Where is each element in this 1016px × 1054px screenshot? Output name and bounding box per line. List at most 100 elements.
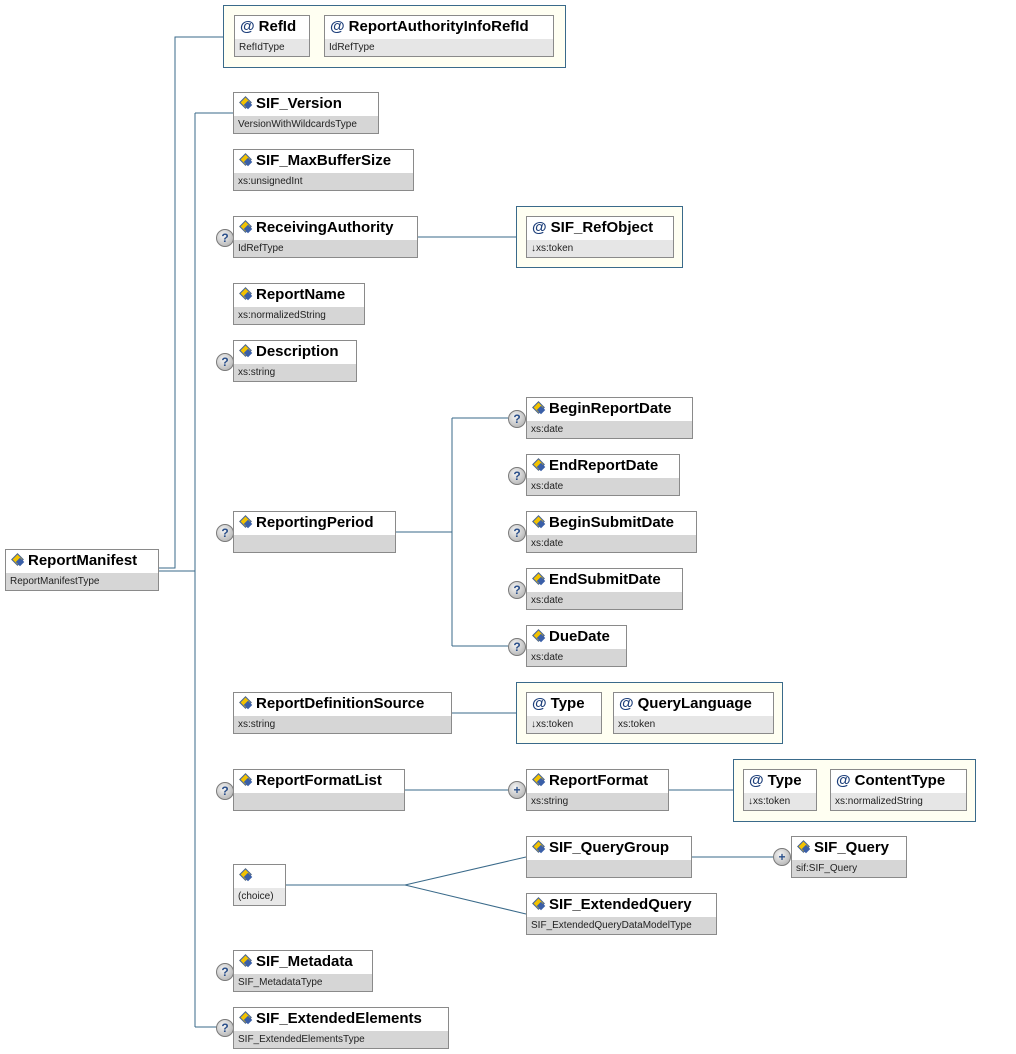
element-icon <box>239 697 252 709</box>
choice-compositor[interactable]: (choice) <box>233 864 286 906</box>
element-reportname[interactable]: ReportName xs:normalizedString <box>233 283 365 325</box>
attribute-icon: @ <box>240 17 255 35</box>
attribute-icon: @ <box>532 694 547 712</box>
element-beginreportdate[interactable]: BeginReportDate xs:date <box>526 397 693 439</box>
element-name: ReportDefinitionSource <box>256 694 425 712</box>
element-name: SIF_Query <box>814 838 890 856</box>
element-endsubmitdate[interactable]: EndSubmitDate xs:date <box>526 568 683 610</box>
optional-icon: ? <box>508 581 526 599</box>
element-name: SIF_ExtendedQuery <box>549 895 692 913</box>
element-type <box>527 860 691 877</box>
element-icon <box>11 554 24 566</box>
optional-icon: ? <box>216 1019 234 1037</box>
attribute-type[interactable]: @Type ↓xs:token <box>743 769 817 811</box>
attribute-type: ↓xs:token <box>527 240 673 257</box>
element-name: EndSubmitDate <box>549 570 661 588</box>
element-icon <box>239 955 252 967</box>
element-name: ReceivingAuthority <box>256 218 394 236</box>
optional-icon: ? <box>216 963 234 981</box>
optional-icon: ? <box>216 782 234 800</box>
attribute-name: ReportAuthorityInfoRefId <box>348 17 529 35</box>
compositor-label: (choice) <box>234 888 285 905</box>
element-name: SIF_ExtendedElements <box>256 1009 422 1027</box>
attribute-type: ↓xs:token <box>527 716 601 733</box>
element-icon <box>239 869 252 881</box>
element-type: xs:string <box>234 364 356 381</box>
element-type: xs:date <box>527 421 692 438</box>
root-attribute-group: @RefId RefIdType @ReportAuthorityInfoRef… <box>223 5 566 68</box>
attribute-type[interactable]: @Type ↓xs:token <box>526 692 602 734</box>
element-name: SIF_Version <box>256 94 342 112</box>
element-sif-version[interactable]: SIF_Version VersionWithWildcardsType <box>233 92 379 134</box>
element-type: VersionWithWildcardsType <box>234 116 378 133</box>
optional-icon: ? <box>216 524 234 542</box>
element-reportformat[interactable]: ReportFormat xs:string <box>526 769 669 811</box>
element-sif-extendedquery[interactable]: SIF_ExtendedQuery SIF_ExtendedQueryDataM… <box>526 893 717 935</box>
element-icon <box>532 841 545 853</box>
optional-icon: ? <box>508 410 526 428</box>
element-type: SIF_ExtendedElementsType <box>234 1031 448 1048</box>
element-type: xs:date <box>527 649 626 666</box>
element-type <box>234 535 395 552</box>
attribute-type: xs:token <box>614 716 773 733</box>
attribute-contenttype[interactable]: @ContentType xs:normalizedString <box>830 769 967 811</box>
element-name: SIF_Metadata <box>256 952 353 970</box>
element-duedate[interactable]: DueDate xs:date <box>526 625 627 667</box>
attribute-refid[interactable]: @RefId RefIdType <box>234 15 310 57</box>
element-icon <box>532 573 545 585</box>
element-beginsubmitdate[interactable]: BeginSubmitDate xs:date <box>526 511 697 553</box>
element-type: xs:string <box>527 793 668 810</box>
element-name: Description <box>256 342 339 360</box>
element-description[interactable]: Description xs:string <box>233 340 357 382</box>
element-sif-extendedelements[interactable]: SIF_ExtendedElements SIF_ExtendedElement… <box>233 1007 449 1049</box>
attribute-name: ContentType <box>854 771 946 789</box>
element-type: xs:string <box>234 716 451 733</box>
element-type: xs:unsignedInt <box>234 173 413 190</box>
element-type: IdRefType <box>234 240 417 257</box>
element-name: ReportFormat <box>549 771 649 789</box>
element-sif-query[interactable]: SIF_Query sif:SIF_Query <box>791 836 907 878</box>
reportdefinitionsource-attribute-group: @Type ↓xs:token @QueryLanguage xs:token <box>516 682 783 744</box>
element-reportformatlist[interactable]: ReportFormatList <box>233 769 405 811</box>
attribute-type: IdRefType <box>325 39 553 56</box>
element-icon <box>239 1012 252 1024</box>
attribute-type: RefIdType <box>235 39 309 56</box>
reportformat-attribute-group: @Type ↓xs:token @ContentType xs:normaliz… <box>733 759 976 822</box>
expand-icon[interactable]: + <box>508 781 526 799</box>
element-reportdefinitionsource[interactable]: ReportDefinitionSource xs:string <box>233 692 452 734</box>
attribute-type: ↓xs:token <box>744 793 816 810</box>
attribute-querylanguage[interactable]: @QueryLanguage xs:token <box>613 692 774 734</box>
element-name: BeginReportDate <box>549 399 672 417</box>
optional-icon: ? <box>508 638 526 656</box>
optional-icon: ? <box>216 229 234 247</box>
element-icon <box>532 402 545 414</box>
attribute-type: xs:normalizedString <box>831 793 966 810</box>
expand-icon[interactable]: + <box>773 848 791 866</box>
element-sif-querygroup[interactable]: SIF_QueryGroup <box>526 836 692 878</box>
element-icon <box>239 516 252 528</box>
optional-icon: ? <box>508 467 526 485</box>
root-element-reportmanifest[interactable]: ReportManifest ReportManifestType <box>5 549 159 591</box>
element-sif-metadata[interactable]: SIF_Metadata SIF_MetadataType <box>233 950 373 992</box>
element-icon <box>239 154 252 166</box>
element-type <box>234 793 404 810</box>
element-type: xs:date <box>527 535 696 552</box>
element-endreportdate[interactable]: EndReportDate xs:date <box>526 454 680 496</box>
element-name: BeginSubmitDate <box>549 513 675 531</box>
attribute-sif-refobject[interactable]: @SIF_RefObject ↓xs:token <box>526 216 674 258</box>
element-name: EndReportDate <box>549 456 659 474</box>
element-name: SIF_MaxBufferSize <box>256 151 392 169</box>
element-receivingauthority[interactable]: ReceivingAuthority IdRefType <box>233 216 418 258</box>
attribute-icon: @ <box>532 218 547 236</box>
attribute-reportauthorityinforefid[interactable]: @ReportAuthorityInfoRefId IdRefType <box>324 15 554 57</box>
element-type: xs:date <box>527 478 679 495</box>
element-icon <box>532 630 545 642</box>
element-icon <box>532 516 545 528</box>
attribute-name: RefId <box>258 17 297 35</box>
element-icon <box>797 841 810 853</box>
element-reportingperiod[interactable]: ReportingPeriod <box>233 511 396 553</box>
element-icon <box>239 221 252 233</box>
element-name: DueDate <box>549 627 610 645</box>
element-sif-maxbuffersize[interactable]: SIF_MaxBufferSize xs:unsignedInt <box>233 149 414 191</box>
attribute-icon: @ <box>330 17 345 35</box>
